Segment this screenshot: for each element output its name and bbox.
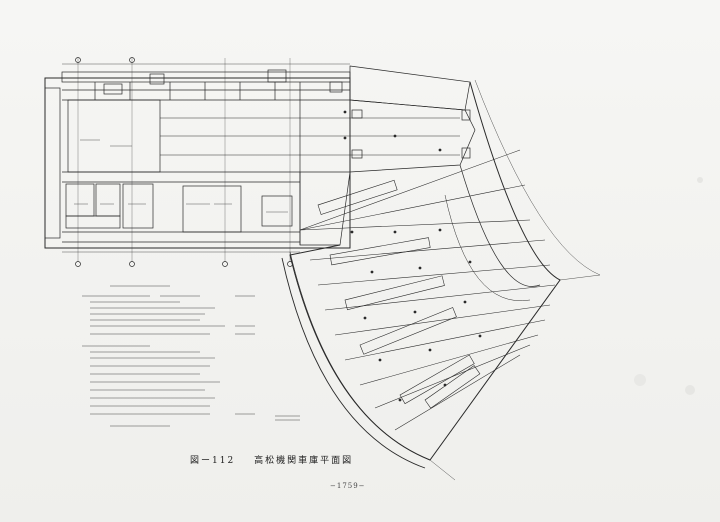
scan-speckles xyxy=(634,177,703,395)
area-table xyxy=(82,285,300,427)
main-building xyxy=(44,57,460,267)
page-number: −1759− xyxy=(330,482,366,490)
figure-caption: 図ー112 高松機関車庫平面図 xyxy=(190,453,353,466)
roundhouse-fan xyxy=(281,79,601,481)
figure-title: 高松機関車庫平面図 xyxy=(254,456,354,466)
connecting-block xyxy=(299,65,476,246)
figure-label: 図ー112 xyxy=(190,456,236,466)
